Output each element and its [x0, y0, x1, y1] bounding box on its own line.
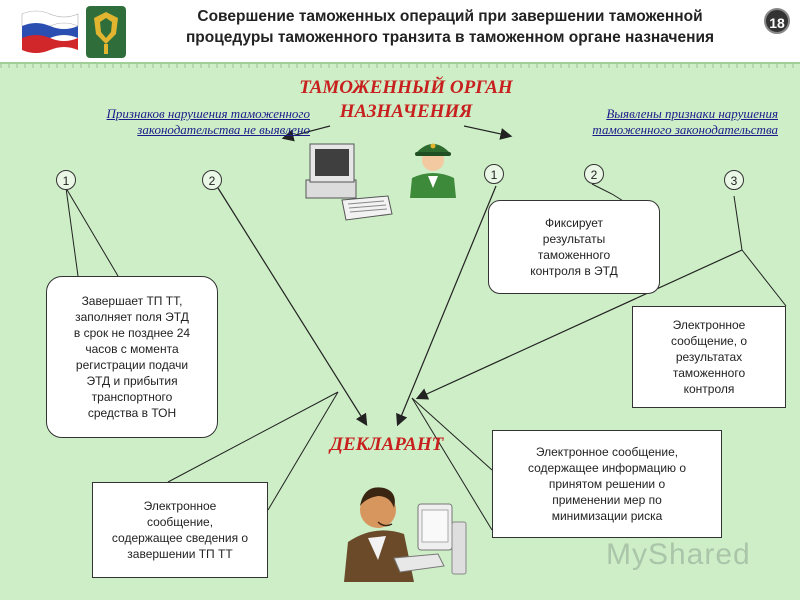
box-line: результатах — [675, 350, 743, 364]
computer-icon — [305, 143, 393, 221]
arrow-to-declarant — [396, 185, 497, 427]
arrow-to-declarant — [217, 187, 368, 427]
box-line: применении мер по — [552, 493, 662, 507]
box-line: Электронное сообщение, — [535, 445, 679, 459]
box-line: минимизации риска — [551, 509, 663, 523]
connector-line — [733, 195, 743, 251]
page-title: Совершение таможенных операций при завер… — [130, 6, 770, 48]
box-line: сообщение, — [146, 515, 214, 529]
declarant-label: ДЕКЛАРАНТ — [330, 434, 444, 455]
title-line: процедуры таможенного транзита в таможен… — [185, 29, 715, 46]
box-line: транспортного — [91, 390, 173, 404]
box-line: заполняет поля ЭТД — [75, 310, 189, 324]
customs-body-title: ТАМОЖЕННЫЙ ОРГАН НАЗНАЧЕНИЯ — [286, 76, 526, 124]
header-bar — [0, 0, 800, 62]
step-3-right-circle: 3 — [724, 170, 744, 190]
step-2-right-circle: 2 — [584, 164, 604, 184]
connector-line — [267, 391, 339, 511]
box-line: завершении ТП ТТ — [127, 547, 233, 561]
box-line: Завершает ТП ТТ, — [81, 294, 183, 308]
callout-pointer-left — [65, 187, 119, 277]
box-line: в срок не позднее 24 — [73, 326, 191, 340]
box-line: содержащее информацию о — [527, 461, 687, 475]
box-line: таможенного — [537, 248, 611, 262]
box-line: Электронное — [672, 318, 746, 332]
box-line: регистрации подачи — [75, 358, 189, 372]
box-line: Электронное — [143, 499, 217, 513]
callout-pointer-left — [65, 187, 79, 277]
records-results-box: Фиксирует результаты таможенного контрол… — [488, 200, 660, 294]
watermark: MyShared — [606, 538, 751, 571]
decorative-ruler — [0, 64, 800, 68]
connector-line — [411, 397, 493, 531]
label-line: Выявлены признаки нарушения — [606, 106, 778, 121]
title-line: Совершение таможенных операций при завер… — [197, 8, 703, 25]
box-line: Фиксирует — [544, 216, 604, 230]
customs-body-line: ТАМОЖЕННЫЙ ОРГАН — [299, 77, 513, 98]
risk-measures-message-box: Электронное сообщение, содержащее информ… — [492, 430, 722, 538]
customs-body-line: НАЗНАЧЕНИЯ — [339, 101, 473, 122]
arrow-to-right-branch — [463, 125, 513, 140]
customs-officer-icon — [410, 143, 456, 198]
box-line: содержащее сведения о — [111, 531, 249, 545]
box-line: принятом решении о — [548, 477, 666, 491]
control-results-message-box: Электронное сообщение, о результатах там… — [632, 306, 786, 408]
box-line: ЭТД и прибытия — [86, 374, 178, 388]
box-line: контроля — [683, 382, 735, 396]
slide-number-badge: 18 — [764, 8, 790, 34]
connector-line — [741, 249, 787, 307]
box-line: таможенного — [672, 366, 746, 380]
completion-message-box: Электронное сообщение, содержащее сведен… — [92, 482, 268, 578]
connector-line — [411, 397, 493, 471]
step-1-left-circle: 1 — [56, 170, 76, 190]
box-line: средства в ТОН — [87, 406, 177, 420]
arrow-to-declarant — [415, 249, 743, 400]
step-2-left-circle: 2 — [202, 170, 222, 190]
connector-line — [167, 391, 339, 483]
label-line: Признаков нарушения таможенного — [106, 106, 310, 121]
header-divider — [0, 62, 800, 64]
arrow-to-left-branch — [281, 125, 331, 142]
russian-flag-icon — [21, 10, 79, 53]
box-line: результаты — [542, 232, 606, 246]
box-line: часов с момента — [85, 342, 179, 356]
box-line: контроля в ЭТД — [530, 264, 618, 278]
completes-transit-box: Завершает ТП ТТ, заполняет поля ЭТД в ср… — [46, 276, 218, 438]
step-1-right-circle: 1 — [484, 164, 504, 184]
left-branch-label: Признаков нарушения таможенного законода… — [10, 106, 310, 138]
right-branch-label: Выявлены признаки нарушения таможенного … — [510, 106, 778, 138]
label-line: законодательства не выявлено — [137, 122, 310, 137]
declarant-at-computer-icon — [344, 487, 467, 582]
box-line: сообщение, о — [670, 334, 748, 348]
customs-emblem-icon — [86, 6, 126, 58]
label-line: таможенного законодательства — [592, 122, 778, 137]
